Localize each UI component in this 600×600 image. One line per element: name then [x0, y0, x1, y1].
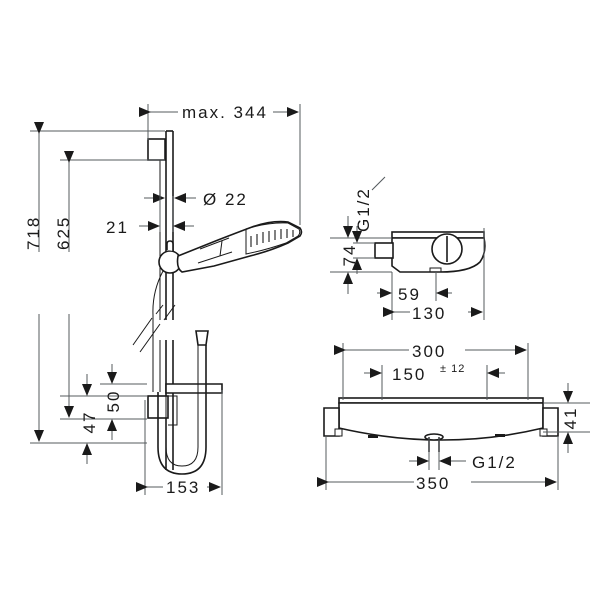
g12-top-leader	[371, 176, 386, 191]
dimension-max-344: max. 344	[139, 101, 301, 225]
left-fixing-screw	[334, 428, 343, 437]
dimension-150-tolerance: 150 ± 12	[364, 363, 505, 400]
dimension-label-59: 59	[398, 285, 421, 304]
dimension-718: 718	[24, 122, 165, 444]
handle-rib-lower	[197, 251, 233, 264]
hose-loop-geometry	[157, 330, 209, 475]
break-line-symbol	[132, 304, 176, 353]
shower-hose-geometry	[152, 270, 164, 392]
soap-dish-shelf	[165, 383, 223, 394]
center-outlet-port	[424, 433, 444, 441]
dimension-label-300: 300	[412, 342, 446, 361]
dimension-50: 50	[100, 364, 147, 440]
dimension-diameter-22: Ø 22	[144, 190, 248, 209]
dimension-130: 130	[383, 293, 485, 323]
dimension-label-718: 718	[24, 216, 43, 250]
thermostat-side-geometry	[374, 228, 486, 300]
dim-153-label-mask	[163, 476, 207, 496]
dim-350-label-mask	[414, 471, 471, 491]
hose-loop-outer	[157, 345, 207, 475]
handle-seam	[219, 240, 223, 257]
dimension-label-130: 130	[412, 304, 446, 323]
handle-rib-upper	[199, 237, 230, 250]
dimension-label-150-tolerance: ± 12	[440, 363, 465, 375]
dim-300-label-mask	[409, 339, 465, 359]
upper-wall-bracket	[147, 138, 166, 161]
lower-bracket-arm	[168, 395, 178, 426]
dimension-label-350: 350	[416, 474, 450, 493]
thermostat-side-view: G1/2 74 59	[330, 176, 486, 323]
dimension-label-max-344: max. 344	[182, 103, 268, 122]
dimension-350: 350	[317, 436, 559, 493]
dimension-label-153: 153	[166, 478, 200, 497]
dimension-153: 153	[136, 390, 223, 497]
spray-nozzle-pattern	[250, 229, 294, 247]
hose-upper-run	[152, 270, 164, 392]
dimension-label-21: 21	[106, 218, 129, 237]
dim-130-label-mask	[410, 301, 468, 321]
dim-344-label-mask	[178, 101, 273, 121]
dimension-label-74: 74	[340, 244, 359, 267]
hose-loop-inner	[165, 345, 199, 467]
dimension-300: 300	[334, 339, 529, 400]
thermostat-front-view: 300 150 ± 12 41	[317, 339, 590, 493]
inlet-union-block	[374, 242, 394, 259]
front-body-outline	[338, 402, 544, 441]
dimension-label-625: 625	[54, 216, 73, 250]
dimension-g12-bottom: G1/2	[409, 437, 517, 472]
dimension-label-41: 41	[561, 407, 580, 430]
left-elevation-view: max. 344 718 625 Ø 2	[24, 101, 303, 497]
shower-spray-face	[245, 222, 301, 255]
dimension-21: 21	[106, 196, 194, 237]
dimension-label-47: 47	[80, 411, 99, 434]
dim-625-label-mask	[58, 252, 80, 314]
dimension-41: 41	[543, 383, 590, 453]
hand-shower-geometry	[158, 220, 303, 274]
underside-tab-right	[495, 434, 505, 437]
dimension-label-dia-22: Ø 22	[203, 190, 248, 209]
dimension-47: 47	[60, 374, 147, 464]
dimension-g12-top: G1/2	[354, 176, 386, 232]
holder-stem	[166, 240, 174, 251]
dimension-label-150: 150	[392, 365, 426, 384]
dimension-label-g12-bottom: G1/2	[472, 453, 517, 472]
underside-tab-left	[368, 435, 378, 438]
dimension-label-g12-top: G1/2	[354, 187, 373, 232]
hose-connector-nut	[195, 330, 209, 346]
dim-718-label-mask	[28, 252, 50, 314]
dimension-label-50: 50	[104, 390, 123, 413]
dimension-union-height	[352, 226, 375, 274]
